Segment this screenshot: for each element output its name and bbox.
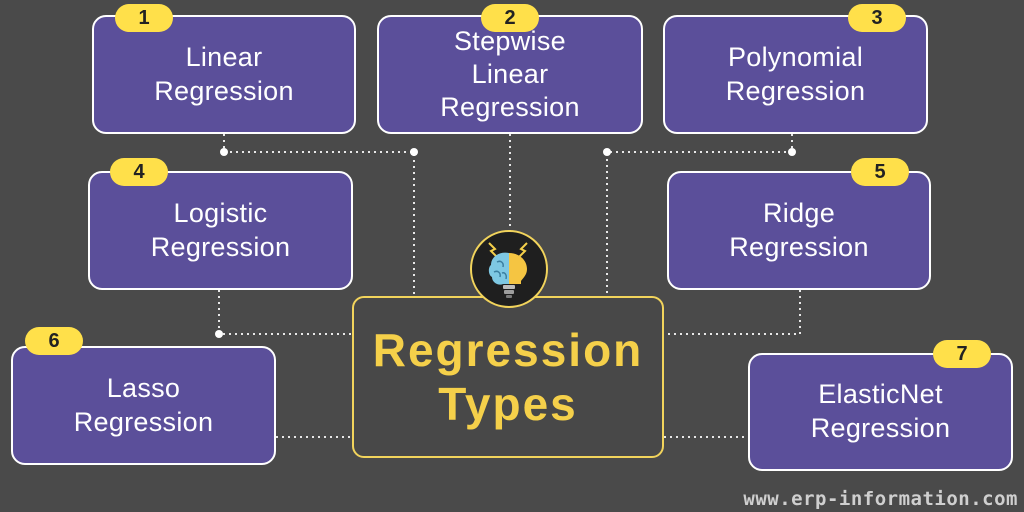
badge-number: 7 <box>933 340 991 368</box>
card-elasticnet-regression: ElasticNet Regression <box>748 353 1013 471</box>
badge-number: 4 <box>110 158 168 186</box>
card-ridge-regression: Ridge Regression <box>667 171 931 290</box>
card-label: Ridge Regression <box>729 197 869 262</box>
center-box: Regression Types <box>352 296 664 458</box>
card-label: Stepwise Linear Regression <box>440 26 580 122</box>
card-logistic-regression: Logistic Regression <box>88 171 353 290</box>
badge-number: 5 <box>851 158 909 186</box>
card-polynomial-regression: Polynomial Regression <box>663 15 928 134</box>
badge-number: 6 <box>25 327 83 355</box>
card-label: ElasticNet Regression <box>810 379 951 443</box>
card-label: Polynomial Regression <box>725 41 866 106</box>
watermark: www.erp-information.com <box>743 488 1018 510</box>
card-label: Linear Regression <box>154 41 294 106</box>
badge-number: 2 <box>481 4 539 32</box>
card-linear-regression: Linear Regression <box>92 15 356 134</box>
card-label: Lasso Regression <box>73 372 214 437</box>
center-title: Regression Types <box>372 323 644 430</box>
card-label: Logistic Regression <box>150 197 291 262</box>
badge-number: 1 <box>115 4 173 32</box>
card-lasso-regression: Lasso Regression <box>11 346 276 465</box>
brain-lightbulb-icon <box>469 229 549 309</box>
card-stepwise-linear-regression: Stepwise Linear Regression <box>377 15 643 134</box>
badge-number: 3 <box>848 4 906 32</box>
